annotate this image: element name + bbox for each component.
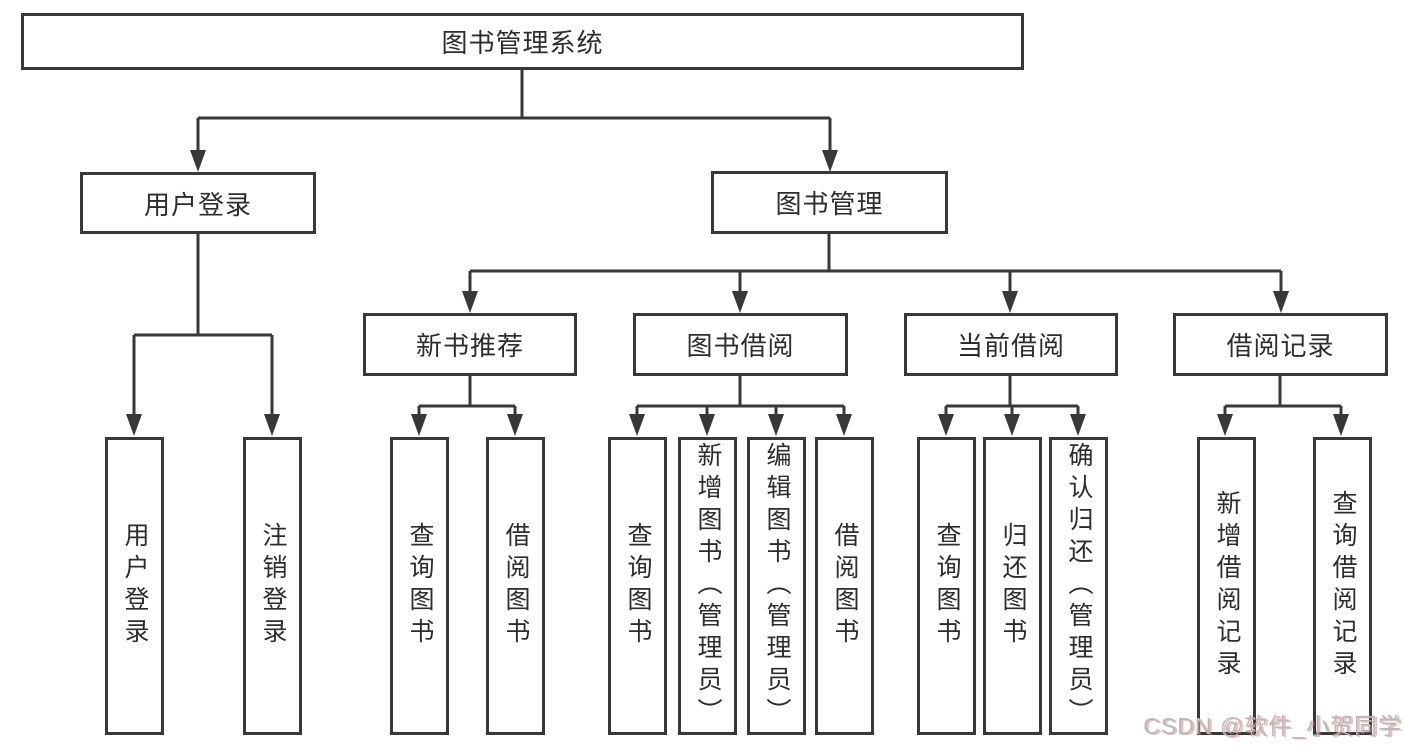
arrowhead-icons: [126, 150, 1349, 436]
leaf-current-query-books: 查询图书: [917, 437, 976, 735]
node-current-borrow: 当前借阅: [904, 313, 1118, 376]
node-new-book-recommend: 新书推荐: [363, 313, 577, 376]
node-system-root: 图书管理系统: [21, 13, 1024, 70]
leaf-recommend-borrow-books: 借阅图书: [486, 437, 545, 735]
leaf-records-add-record: 新增借阅记录: [1197, 437, 1256, 735]
leaf-borrow-borrow-books: 借阅图书: [815, 437, 874, 735]
leaf-user-login: 用户登录: [105, 437, 164, 735]
leaf-records-query-record: 查询借阅记录: [1313, 437, 1372, 735]
leaf-current-return-books: 归还图书: [983, 437, 1042, 735]
leaf-current-confirm-return-admin: 确认归还（管理员）: [1049, 437, 1108, 735]
node-book-borrow: 图书借阅: [633, 313, 848, 376]
leaf-recommend-query-books: 查询图书: [390, 437, 449, 735]
node-book-management: 图书管理: [711, 171, 948, 234]
leaf-borrow-add-books-admin: 新增图书（管理员）: [678, 437, 737, 735]
csdn-watermark: CSDN @软件_小贺同学: [1143, 713, 1402, 739]
node-user-login: 用户登录: [80, 172, 316, 234]
leaf-borrow-edit-books-admin: 编辑图书（管理员）: [747, 437, 806, 735]
leaf-logout: 注销登录: [243, 437, 302, 735]
node-borrow-records: 借阅记录: [1173, 313, 1388, 376]
leaf-borrow-query-books: 查询图书: [608, 437, 667, 735]
